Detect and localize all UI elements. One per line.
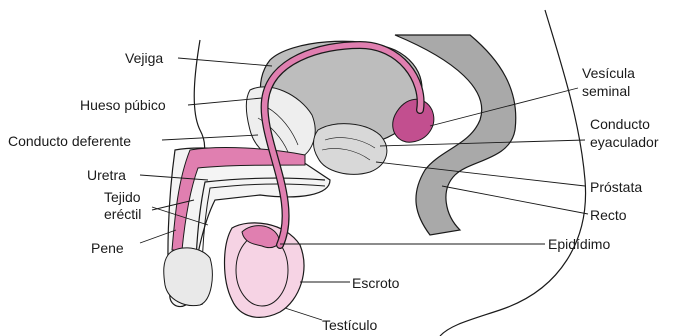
label-tejido: Tejido	[104, 189, 141, 205]
label-pene: Pene	[91, 240, 124, 256]
label-hueso-pubico: Hueso púbico	[80, 97, 166, 113]
label-vesicula: Vesícula	[582, 65, 635, 81]
label-eyaculador: eyaculador	[590, 134, 659, 150]
label-vejiga: Vejiga	[125, 50, 163, 66]
label-seminal: seminal	[582, 83, 630, 99]
glans	[164, 248, 213, 306]
label-uretra: Uretra	[87, 167, 126, 183]
label-conducto: Conducto	[590, 116, 650, 132]
label-recto: Recto	[590, 207, 627, 223]
label-erectil: eréctil	[104, 206, 141, 222]
body-outline	[194, 40, 204, 165]
label-conducto-deferente: Conducto deferente	[8, 133, 131, 149]
label-escroto: Escroto	[352, 275, 400, 291]
label-prostata: Próstata	[590, 179, 642, 195]
label-testiculo: Testículo	[322, 317, 377, 333]
label-epididimo: Epidídimo	[548, 236, 610, 252]
